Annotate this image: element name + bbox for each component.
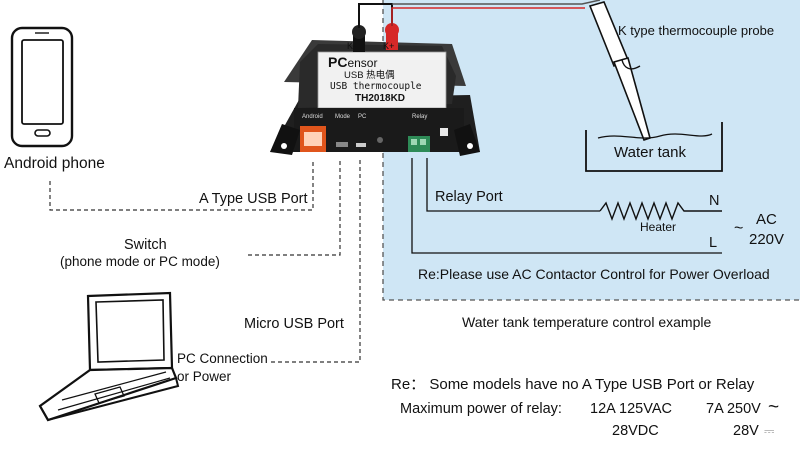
pc-connection-line2: or Power	[177, 369, 232, 384]
device-model: TH2018KD	[355, 93, 406, 104]
android-phone-icon	[10, 26, 74, 148]
ac-label: AC	[756, 211, 777, 228]
neutral-label: N	[709, 193, 720, 209]
port-mode-label: Mode	[335, 114, 351, 120]
device-line2: USB thermocouple	[330, 81, 422, 92]
note-models: Re： Some models have no A Type USB Port …	[391, 376, 755, 393]
port-relay-label: Relay	[412, 114, 428, 120]
example-panel	[383, 0, 800, 300]
ac-voltage-label: 220V	[749, 231, 785, 248]
thermocouple-probe-label: K type thermocouple probe	[618, 23, 775, 38]
relay-port-label: Relay Port	[435, 189, 503, 205]
pc-connection-line1: PC Connection	[177, 351, 268, 366]
laptop-icon	[38, 291, 180, 422]
a-type-usb-port-label: A Type USB Port	[199, 191, 308, 207]
dc-symbol-icon: ⎓	[764, 423, 775, 438]
leader-a-type-usb	[49, 160, 314, 211]
micro-usb-port-label: Micro USB Port	[244, 316, 344, 332]
switch-modes: (phone mode or PC mode)	[60, 254, 220, 269]
relay-power-label: Maximum power of relay:	[400, 401, 562, 417]
port-android-label: Android	[302, 114, 323, 120]
usb-thermocouple-device-icon	[270, 0, 601, 156]
ac-wave-symbol: ~	[734, 220, 744, 237]
heater-label: Heater	[640, 220, 677, 234]
brand-logo: PCensor	[328, 55, 377, 69]
water-tank-label: Water tank	[614, 144, 686, 161]
k-plus-label: K+	[383, 41, 395, 51]
brand-pc: PC	[328, 54, 348, 70]
ac-wave-icon: ~	[768, 397, 780, 418]
leader-micro-usb	[271, 158, 361, 363]
leader-switch	[248, 158, 341, 256]
relay-wiring	[411, 158, 722, 254]
brand-sensor: ensor	[347, 56, 378, 70]
switch-title: Switch	[124, 237, 167, 253]
leader-lines	[49, 158, 361, 363]
relay-ac-250: 7A 250V	[706, 401, 761, 417]
example-caption: Water tank temperature control example	[462, 314, 712, 330]
relay-dc-a: 28VDC	[612, 423, 659, 439]
k-minus-label: K-	[347, 41, 356, 51]
port-pc-label: PC	[358, 114, 367, 120]
device-line1: USB 热电偶	[344, 70, 395, 81]
live-label: L	[709, 235, 718, 251]
water-tank-icon	[585, 122, 723, 172]
android-phone-label: Android phone	[4, 155, 105, 172]
relay-ac-125: 12A 125VAC	[590, 401, 672, 417]
relay-dc-b: 28V	[733, 423, 759, 439]
contactor-note: Re:Please use AC Contactor Control for P…	[418, 266, 770, 282]
